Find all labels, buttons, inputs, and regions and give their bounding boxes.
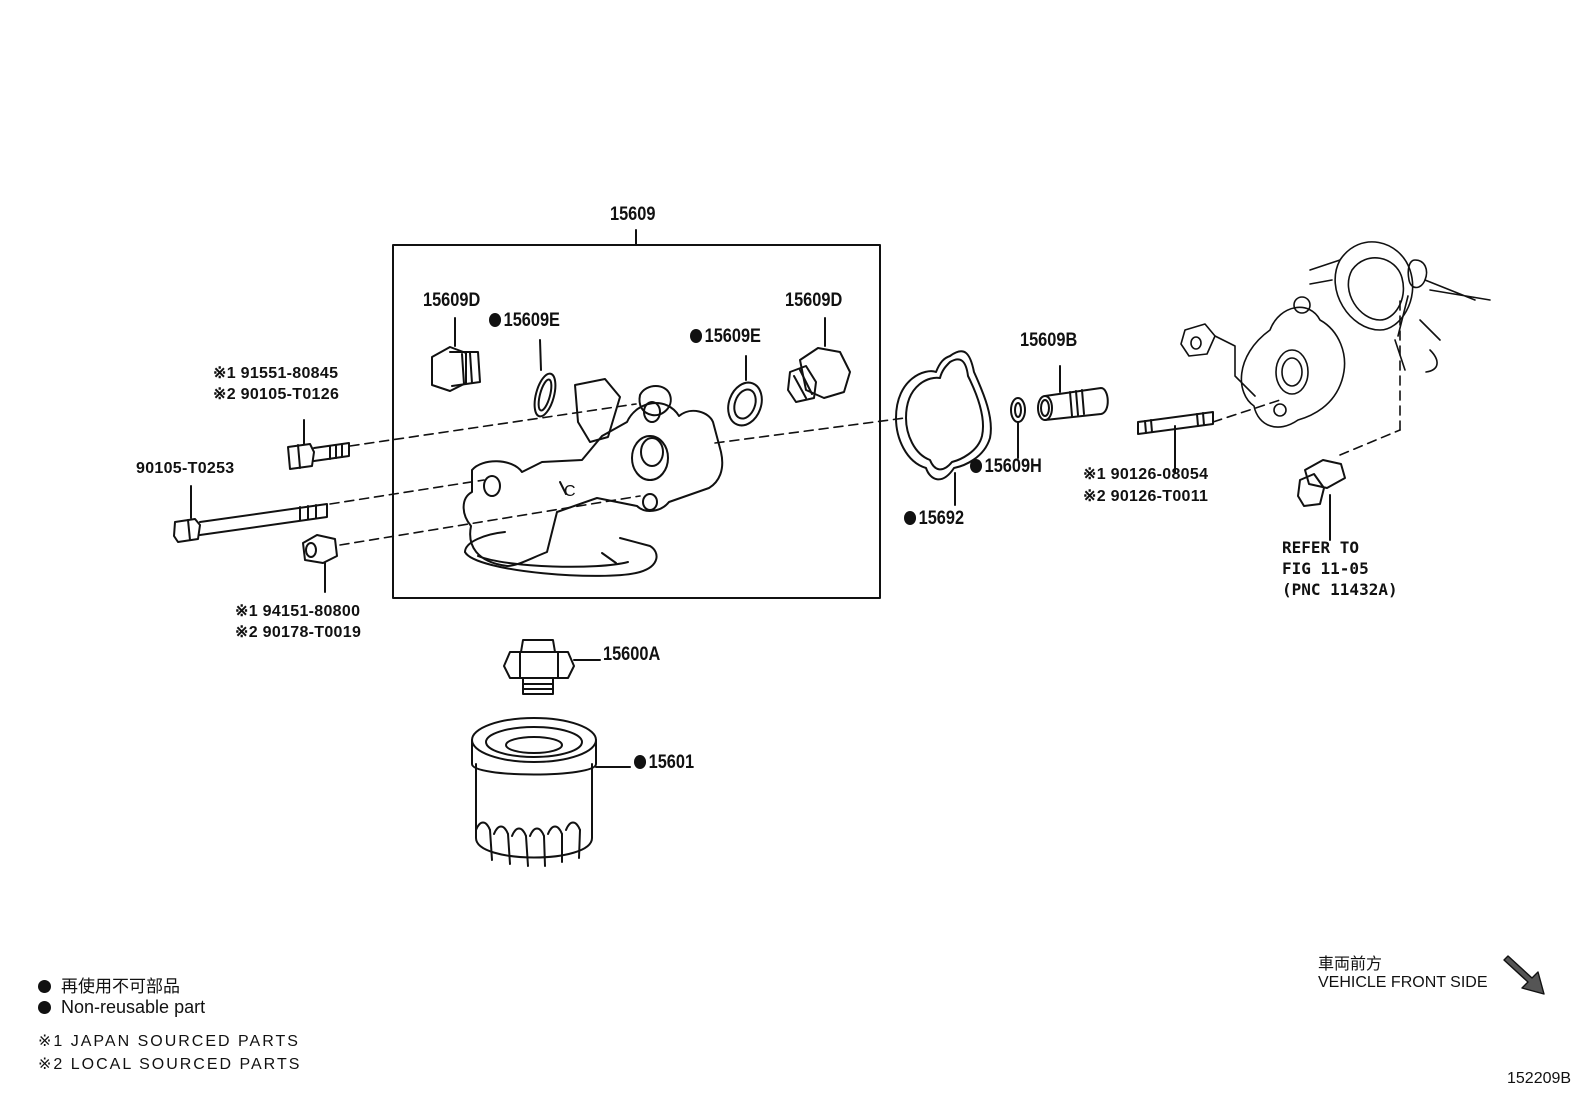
label-plug-right: 15609D xyxy=(785,290,843,311)
svg-text:C: C xyxy=(564,483,576,500)
legend-non-reusable-jp: 再使用不可部品 xyxy=(38,972,180,997)
legend-local: ※2 LOCAL SOURCED PARTS xyxy=(38,1056,302,1073)
label-plug-left: 15609D xyxy=(423,290,481,311)
pipe xyxy=(1037,365,1109,421)
non-reusable-marker xyxy=(634,755,647,769)
bolt-upper xyxy=(287,419,350,470)
non-reusable-marker xyxy=(970,459,983,473)
pn-stud-2: ※2 90126-T0011 xyxy=(1083,488,1209,505)
main-gasket xyxy=(895,350,992,506)
figure-number: 152209B xyxy=(1507,1070,1572,1087)
non-reusable-marker xyxy=(904,511,917,525)
bolt-long xyxy=(173,485,328,543)
small-oring xyxy=(1010,397,1026,459)
label-gasket-right: 15609E xyxy=(690,326,761,348)
pn-bolt-upper-2: ※2 90105-T0126 xyxy=(213,386,340,403)
non-reusable-marker xyxy=(38,980,51,993)
oil-filter xyxy=(471,717,631,867)
label-main-gasket: 15692 xyxy=(904,508,964,530)
plug-left xyxy=(431,317,481,392)
filter-bracket: C xyxy=(462,378,724,577)
label-pipe: 15609B xyxy=(1020,330,1078,351)
refer-line-2: FIG 11-05 xyxy=(1282,559,1369,578)
label-gasket-left: 15609E xyxy=(489,310,560,332)
nut xyxy=(302,534,338,593)
front-arrow-icon xyxy=(1503,955,1545,995)
legend-non-reusable-en: Non-reusable part xyxy=(38,997,205,1018)
non-reusable-marker xyxy=(38,1001,51,1014)
union xyxy=(503,639,601,695)
label-filter: 15601 xyxy=(634,752,694,774)
stud xyxy=(1137,411,1214,473)
gasket-left xyxy=(533,339,557,418)
front-label-jp: 車両前方 xyxy=(1318,956,1383,973)
label-assembly: 15609 xyxy=(610,204,656,225)
legend-japan: ※1 JAPAN SOURCED PARTS xyxy=(38,1033,300,1050)
pn-nut-2: ※2 90178-T0019 xyxy=(235,624,362,641)
pn-bolt-upper-1: ※1 91551-80845 xyxy=(213,365,339,382)
reference-plug xyxy=(1297,459,1346,541)
engine-block-sketch xyxy=(1180,241,1491,428)
gasket-right xyxy=(727,355,763,427)
front-label-en: VEHICLE FRONT SIDE xyxy=(1318,974,1488,991)
pn-stud-1: ※1 90126-08054 xyxy=(1083,466,1209,483)
pn-bolt-long: 90105-T0253 xyxy=(136,460,235,477)
pn-nut-1: ※1 94151-80800 xyxy=(235,603,361,620)
non-reusable-marker xyxy=(489,313,502,327)
refer-line-3: (PNC 11432A) xyxy=(1282,580,1398,599)
refer-line-1: REFER TO xyxy=(1282,538,1360,557)
dashed-guides xyxy=(329,299,1401,546)
label-small-oring: 15609H xyxy=(970,456,1042,478)
label-union: 15600A xyxy=(603,644,661,665)
plug-right xyxy=(787,317,851,403)
non-reusable-marker xyxy=(690,329,703,343)
